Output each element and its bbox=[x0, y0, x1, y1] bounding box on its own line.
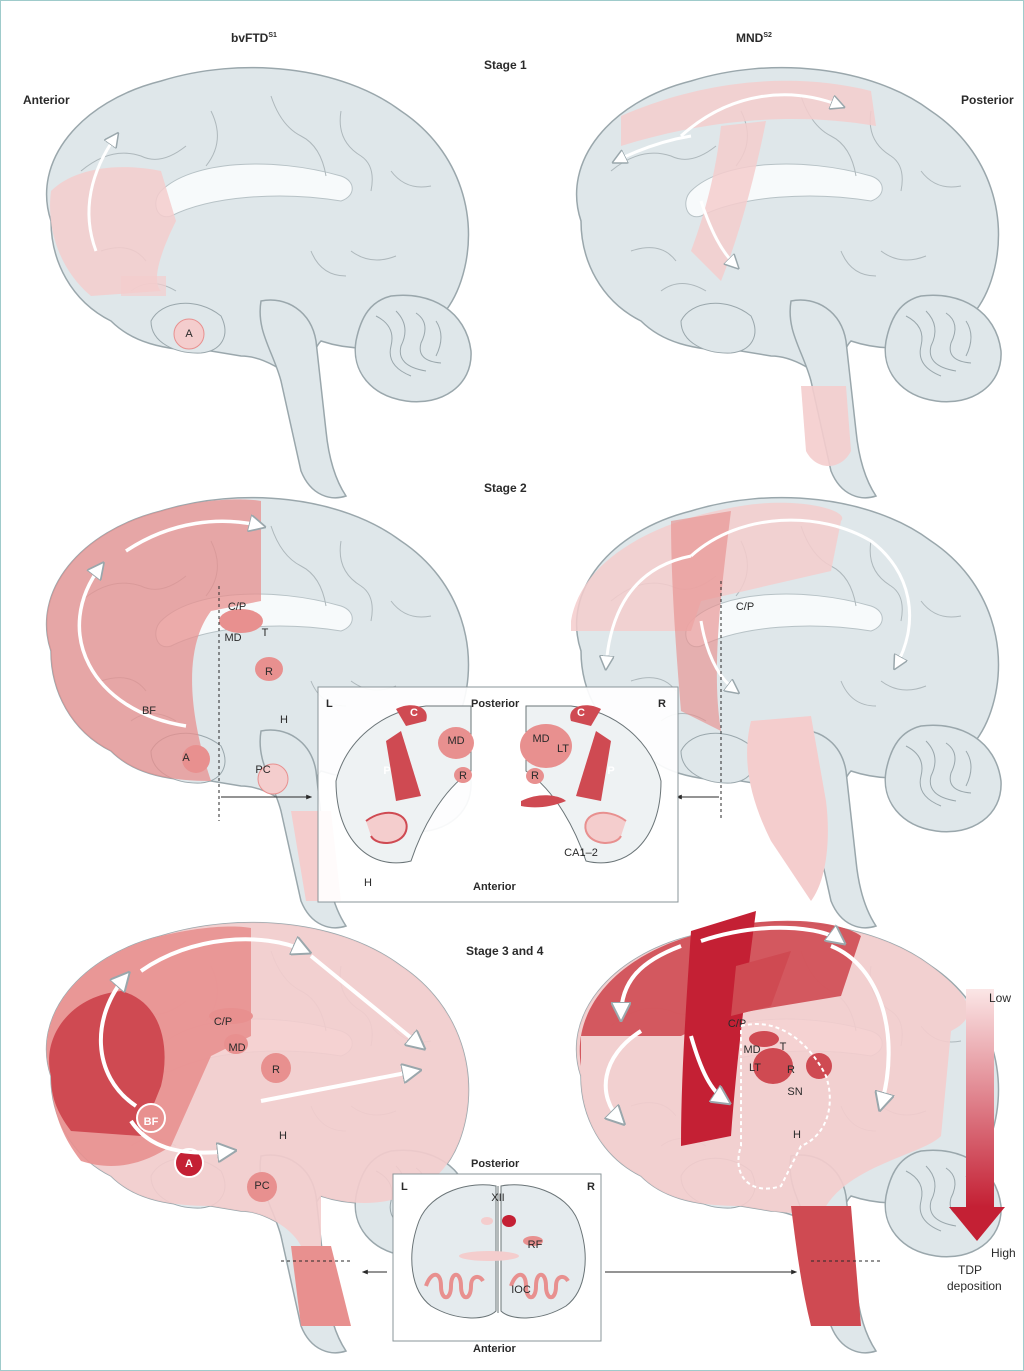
region-label: R bbox=[272, 1064, 280, 1076]
label-posterior: Posterior bbox=[961, 93, 1014, 107]
region-label: A bbox=[185, 1158, 193, 1170]
region-label: A bbox=[185, 328, 192, 340]
region-label: MD bbox=[228, 1042, 245, 1054]
inset-left-label: L bbox=[326, 698, 333, 710]
region-label: MD bbox=[447, 735, 464, 747]
stage34-mnd-brain bbox=[577, 911, 1001, 1353]
region-label: H bbox=[364, 877, 372, 889]
region-label: XII bbox=[491, 1192, 504, 1204]
region-label: SN bbox=[787, 1086, 802, 1098]
region-label: BF bbox=[144, 1116, 159, 1128]
inset-anterior-label: Anterior bbox=[473, 881, 516, 893]
region-label: MD bbox=[532, 733, 549, 745]
inset-posterior-label: Posterior bbox=[471, 698, 519, 710]
region-label: PC bbox=[254, 1180, 269, 1192]
region-label: CA1–2 bbox=[564, 847, 598, 859]
region-label: C/P bbox=[214, 1016, 232, 1028]
region-label: IOC bbox=[511, 1284, 531, 1296]
region-label: H bbox=[279, 1130, 287, 1142]
legend-high: High bbox=[991, 1246, 1016, 1260]
region-label: PC bbox=[255, 764, 270, 776]
stage1-bvftd-brain bbox=[47, 68, 471, 498]
region-label: C/P bbox=[228, 601, 246, 613]
inset-right-label: R bbox=[658, 698, 666, 710]
region-label: R bbox=[459, 770, 467, 782]
region-label: C bbox=[577, 707, 585, 719]
region-label: A bbox=[182, 752, 189, 764]
inset2-right-label: R bbox=[587, 1181, 595, 1193]
region-label: LT bbox=[749, 1062, 761, 1074]
region-label: LT bbox=[557, 743, 569, 755]
region-label: RF bbox=[528, 1239, 543, 1251]
inset2-left-label: L bbox=[401, 1181, 408, 1193]
region-label: BF bbox=[142, 705, 156, 717]
region-label: H bbox=[793, 1129, 801, 1141]
stage2-inset bbox=[318, 687, 678, 902]
legend-low: Low bbox=[989, 991, 1011, 1005]
label-anterior: Anterior bbox=[23, 93, 70, 107]
column-title-mnd: MNDS2 bbox=[736, 31, 772, 45]
inset2-anterior-label: Anterior bbox=[473, 1343, 516, 1355]
stage-title-2: Stage 2 bbox=[484, 481, 527, 495]
legend-caption-deposition: deposition bbox=[947, 1279, 1002, 1293]
region-label: T bbox=[262, 627, 269, 639]
inset2-posterior-label: Posterior bbox=[471, 1158, 519, 1170]
region-label: R bbox=[531, 770, 539, 782]
region-label: MD bbox=[743, 1044, 760, 1056]
stage1-mnd-brain bbox=[577, 68, 1001, 498]
region-label: H bbox=[280, 714, 288, 726]
column-title-bvftd: bvFTDS1 bbox=[231, 31, 277, 45]
legend-caption-tdp: TDP bbox=[958, 1263, 982, 1277]
region-label: P bbox=[383, 765, 390, 777]
region-label: P bbox=[607, 765, 614, 777]
stage-title-1: Stage 1 bbox=[484, 58, 527, 72]
region-label: R bbox=[787, 1064, 795, 1076]
region-label: C bbox=[410, 707, 418, 719]
region-label: R bbox=[265, 666, 273, 678]
region-label: C/P bbox=[736, 601, 754, 613]
region-label: C/P bbox=[728, 1018, 746, 1030]
region-label: MD bbox=[224, 632, 241, 644]
stage-title-3-4: Stage 3 and 4 bbox=[466, 944, 543, 958]
region-label: T bbox=[780, 1041, 787, 1053]
